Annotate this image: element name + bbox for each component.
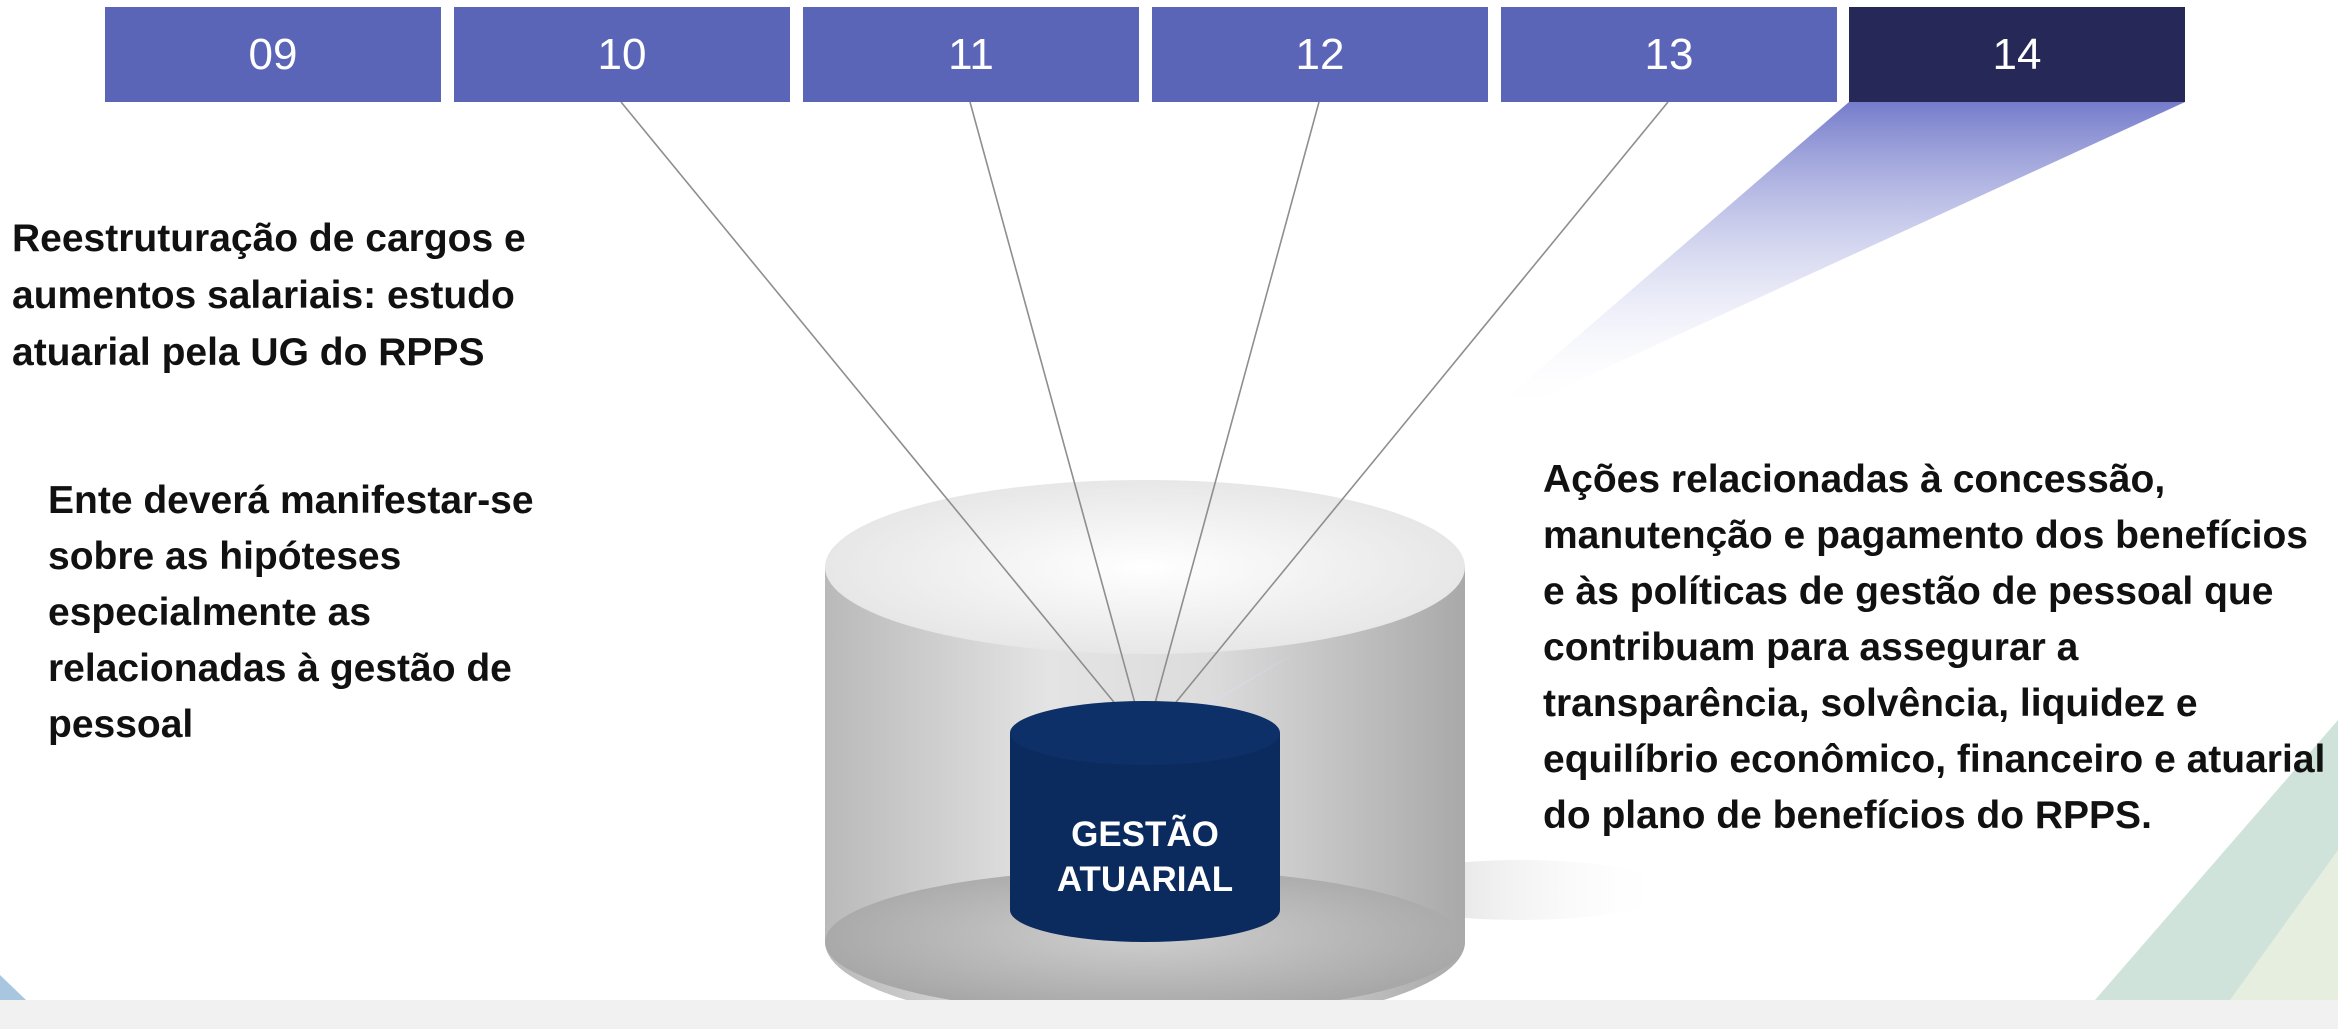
footer-bar [0,1000,2338,1029]
tab-10[interactable]: 10 [454,7,790,102]
tab-09[interactable]: 09 [105,7,441,102]
connector-line-11 [969,101,1146,741]
corner-decoration-green [2095,720,2338,1000]
tab-12[interactable]: 12 [1152,7,1488,102]
connector-line-10 [620,101,1146,741]
corner-decoration-blue [0,975,26,1000]
center-label-line1: GESTÃO [1071,815,1219,854]
inner-cylinder [1010,701,1280,942]
text-left-middle: Ente deverá manifestar-se sobre as hipót… [48,479,534,746]
connector-line-13 [1144,101,1669,741]
text-right: Ações relacionadas à concessão, manutenç… [1543,458,2326,837]
center-label-line2: ATUARIAL [1056,860,1234,899]
corner-decoration-yellow [2230,850,2338,1000]
center-label: GESTÃO ATUARIAL [1010,812,1280,902]
tab-11[interactable]: 11 [803,7,1139,102]
text-left-top: Reestruturação de cargos e aumentos sala… [12,217,526,374]
connector-lines [620,101,1669,741]
tab-13[interactable]: 13 [1501,7,1837,102]
tab-14[interactable]: 14 [1849,7,2185,102]
active-tab-beam [1490,102,2185,412]
connector-line-12 [1144,101,1320,741]
